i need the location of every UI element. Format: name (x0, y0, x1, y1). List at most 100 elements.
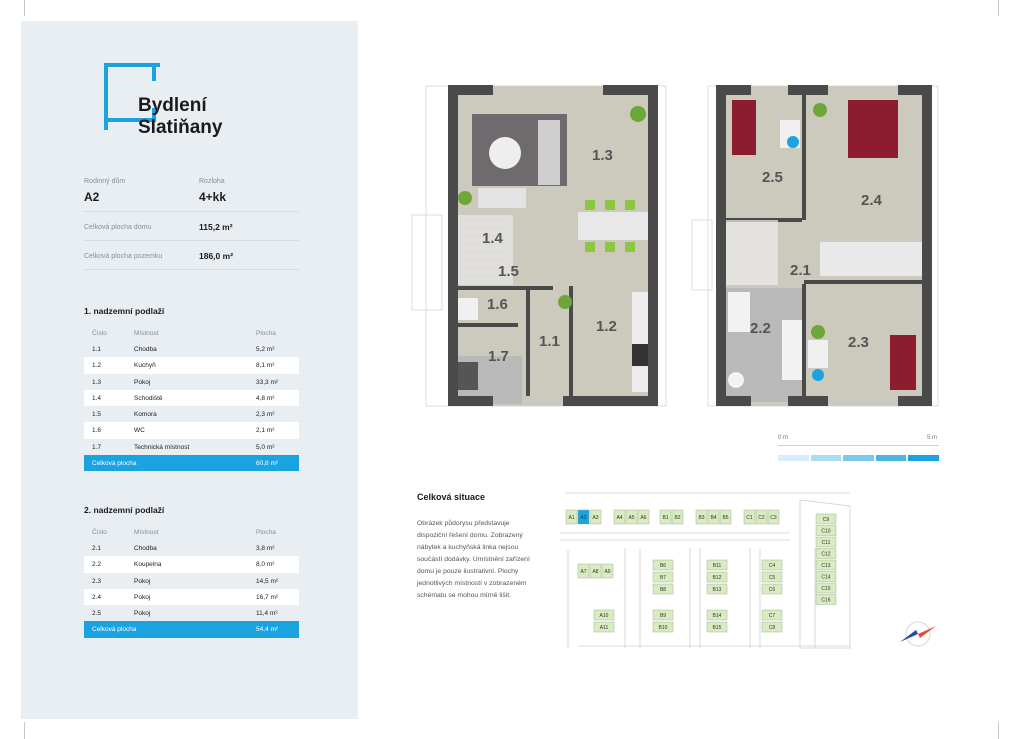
plot-label: A5 (628, 515, 634, 521)
room-label-1-4: 1.4 (482, 230, 504, 247)
plot-label: B3 (698, 515, 704, 521)
house-area-label: Celková plocha domu (84, 224, 152, 231)
plot-label: A4 (616, 515, 622, 521)
scale-segment (810, 455, 842, 461)
plot-label: C5 (769, 575, 776, 581)
plot-a5: A5 (625, 509, 638, 525)
plot-c5: C5 (761, 571, 783, 583)
compass-icon (900, 621, 936, 647)
plot-label: C15 (821, 586, 830, 592)
plot-label: B1 (662, 515, 668, 521)
plot-c12: C12 (815, 548, 837, 559)
plot-label: C13 (821, 563, 830, 569)
room-label-2-4: 2.4 (861, 192, 883, 209)
crop-mark (998, 722, 999, 739)
plot-c10: C10 (815, 525, 837, 536)
crop-mark (24, 0, 25, 16)
plot-label: B12 (713, 575, 722, 581)
plot-area-value: 186,0 m² (199, 251, 234, 261)
divider (84, 269, 299, 270)
logo-frame (104, 63, 160, 130)
plot-a11: A11 (593, 621, 615, 633)
room-label-2-5: 2.5 (762, 169, 783, 186)
plot-b9: B9 (652, 609, 674, 621)
room-label-2-3: 2.3 (848, 334, 869, 351)
plot-a2: A2 (577, 509, 590, 525)
house-area-value: 115,2 m² (199, 222, 233, 232)
plot-label: A3 (592, 515, 598, 521)
scale-segment (908, 455, 939, 461)
scale-line (778, 445, 939, 446)
plot-b3: B3 (695, 509, 708, 525)
plot-c2: C2 (755, 509, 768, 525)
plot-c15: C15 (815, 582, 837, 594)
plot-label: B6 (660, 563, 666, 569)
type-value: A2 (84, 190, 100, 204)
plot-label: C12 (821, 552, 830, 558)
plot-label: A6 (640, 515, 646, 521)
crop-mark (998, 0, 999, 16)
plot-b8: B8 (652, 583, 674, 595)
divider (84, 211, 299, 212)
room-label-1-7: 1.7 (488, 348, 509, 365)
plot-label: B10 (659, 625, 668, 631)
plot-c4: C4 (761, 559, 783, 571)
plot-label: A1 (568, 515, 574, 521)
plot-c11: C11 (815, 536, 837, 548)
logo-frame-bottom (104, 118, 156, 122)
plot-b2: B2 (671, 509, 684, 525)
scale-bar (778, 455, 939, 461)
layout-label: Rozloha (199, 178, 225, 185)
floor-plan-1: 1.3 1.4 1.5 1.6 1.2 1.7 1.1 (411, 85, 667, 407)
plot-label: A10 (600, 613, 609, 619)
plot-label: B2 (674, 515, 680, 521)
layout-value: 4+kk (199, 190, 227, 204)
plot-label: B15 (713, 625, 722, 631)
plot-label: C10 (821, 529, 830, 535)
plot-c3: C3 (767, 509, 780, 525)
plot-label: B5 (722, 515, 728, 521)
scale-segment (778, 455, 809, 461)
situation-description: Obrázek půdorysu představuje dispoziční … (417, 520, 530, 599)
plot-label: B14 (713, 613, 722, 619)
room-label-1-2: 1.2 (596, 318, 617, 335)
floor2-title: 2. nadzemní podlaží (84, 505, 165, 515)
type-label: Rodinný dům (84, 178, 126, 185)
plot-b7: B7 (652, 571, 674, 583)
plot-c9: C9 (815, 513, 837, 525)
plot-b10: B10 (652, 621, 674, 633)
plot-label: B13 (713, 587, 722, 593)
plot-label: C6 (769, 587, 776, 593)
plot-label: C16 (821, 598, 830, 604)
header-number: Číslo (92, 330, 107, 337)
plot-a9: A9 (601, 563, 614, 579)
plot-c1: C1 (743, 509, 756, 525)
plot-area-label: Celková plocha pozemku (84, 253, 163, 260)
logo-frame-right-lower (152, 108, 156, 122)
plot-a8: A8 (589, 563, 602, 579)
room-label-1-6: 1.6 (487, 296, 508, 313)
plot-label: C2 (758, 515, 765, 521)
plot-b15: B15 (706, 621, 728, 633)
header-room: Místnost (134, 529, 159, 536)
crop-mark (24, 722, 25, 739)
header-area: Plocha (256, 330, 276, 337)
plot-c16: C16 (815, 594, 837, 605)
table-header: Číslo Místnost Plocha (84, 523, 299, 540)
logo-frame-right (152, 63, 156, 81)
plot-label: B9 (660, 613, 666, 619)
plot-b11: B11 (706, 559, 728, 571)
plot-label: C14 (821, 575, 830, 581)
plot-label: B11 (713, 563, 722, 569)
